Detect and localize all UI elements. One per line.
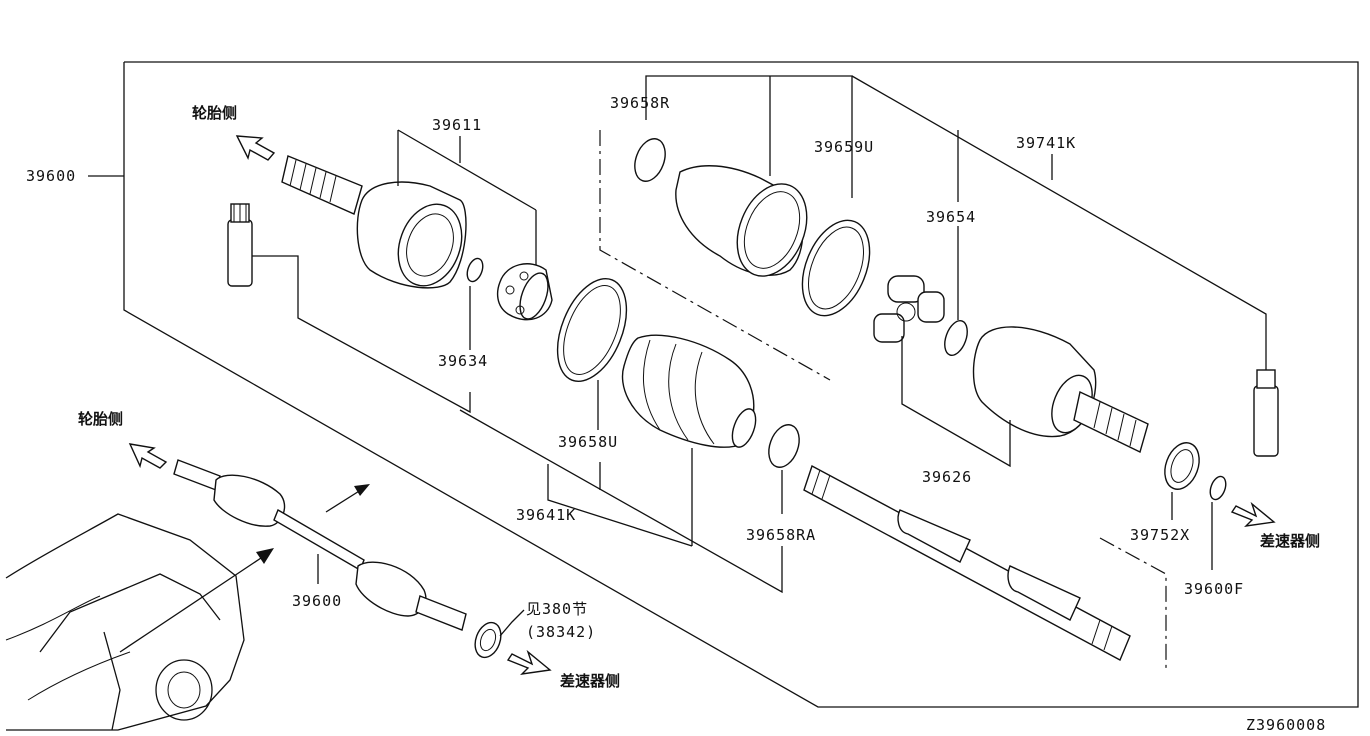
outer-cv-joint[interactable] [281, 155, 473, 295]
diff-side-label-bottom: 差速器侧 [560, 672, 620, 690]
tripod-spider[interactable] [873, 275, 945, 343]
part-label-39611[interactable]: 39611 [432, 116, 482, 134]
sub-part-label[interactable]: (38342) [526, 623, 596, 641]
part-label-39658RA[interactable]: 39658RA [746, 526, 816, 544]
grease-tube-left[interactable] [227, 203, 253, 287]
boot-band-39658RA[interactable] [763, 421, 804, 472]
reference-seal[interactable] [471, 619, 506, 661]
part-label-39752X[interactable]: 39752X [1130, 526, 1190, 544]
part-label-39626[interactable]: 39626 [922, 468, 972, 486]
diagram-id: Z3960008 [1246, 716, 1326, 734]
part-label-39600-small[interactable]: 39600 [292, 592, 342, 610]
diff-side-label-right: 差速器侧 [1260, 532, 1320, 550]
boot-band-39658R[interactable] [629, 135, 670, 186]
boot-band-39659U[interactable] [789, 210, 882, 325]
part-label-39634[interactable]: 39634 [438, 352, 488, 370]
vehicle-silhouette [5, 513, 245, 731]
see-section-label[interactable]: 见380节 [526, 600, 588, 618]
driveshaft-assembly-small[interactable] [173, 459, 467, 631]
oil-seal-39752X[interactable] [1159, 438, 1205, 494]
tire-side-arrow-icon [235, 135, 276, 161]
tire-side-label-bottom: 轮胎侧 [78, 410, 123, 428]
diff-side-arrow-icon-right [1230, 501, 1276, 527]
part-label-39741K[interactable]: 39741K [1016, 134, 1076, 152]
inner-boot-top[interactable] [675, 165, 820, 287]
part-label-39600[interactable]: 39600 [26, 167, 76, 185]
part-label-39658U[interactable]: 39658U [558, 433, 618, 451]
part-label-39658R[interactable]: 39658R [610, 94, 670, 112]
direction-arrow-icon-upper [325, 484, 370, 513]
tire-side-arrow-icon-bottom [128, 443, 168, 469]
diff-side-arrow-icon-bottom [506, 649, 552, 675]
circlip-39634[interactable] [464, 256, 485, 283]
part-label-39641K[interactable]: 39641K [516, 506, 576, 524]
exploded-frame [123, 61, 1359, 708]
boot-band-39658U[interactable] [544, 269, 640, 392]
intermediate-shaft[interactable] [803, 464, 1131, 661]
part-label-39659U[interactable]: 39659U [814, 138, 874, 156]
snap-ring-39654[interactable] [940, 318, 971, 359]
grease-tube-right[interactable] [1253, 369, 1279, 457]
tire-side-label-top: 轮胎侧 [192, 104, 237, 122]
circlip-39600F[interactable] [1207, 474, 1228, 501]
part-label-39600F[interactable]: 39600F [1184, 580, 1244, 598]
inner-race-bearing[interactable] [496, 263, 554, 323]
inner-housing-39626[interactable] [972, 326, 1149, 453]
direction-arrow-icon-lower [119, 548, 274, 653]
outer-boot-39641K[interactable] [621, 334, 761, 450]
part-label-39654[interactable]: 39654 [926, 208, 976, 226]
